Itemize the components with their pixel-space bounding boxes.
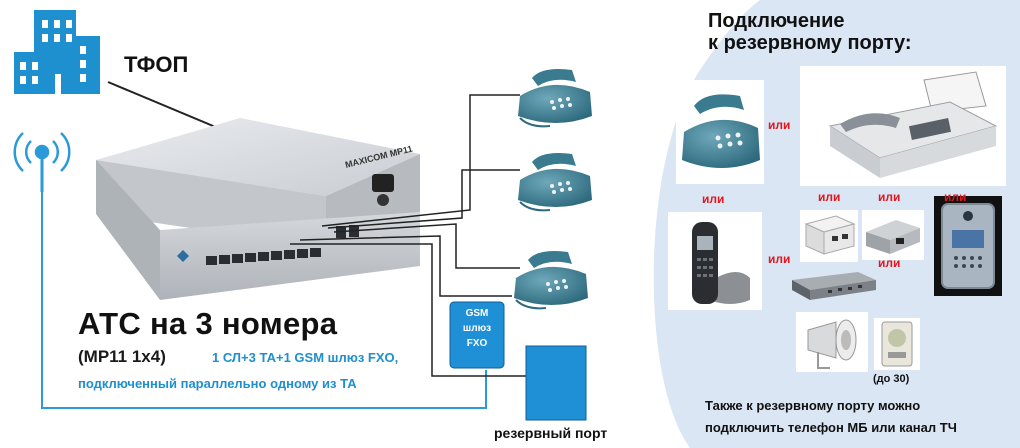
panel-footer-line-1: Также к резервному порту можно (705, 398, 921, 413)
pbx-device: MAXICOM MP11 (96, 118, 420, 300)
antenna-icon (13, 132, 71, 192)
desk-phone-icon (514, 251, 588, 310)
or-label: или (768, 252, 791, 266)
gsm-antenna-line (41, 192, 487, 409)
pbx-description-line-1: 1 СЛ+3 ТА+1 GSM шлюз FXO, (212, 350, 399, 365)
gsm-gateway-label: GSM шлюз FXO (453, 306, 501, 351)
desk-phone-icon (518, 69, 592, 128)
upto-30-label: (до 30) (873, 373, 910, 385)
intercom-panel-icon (874, 318, 920, 370)
reserve-port-label: резервный порт (494, 425, 608, 441)
pstn-link-line (107, 81, 219, 129)
doorphone-icon (934, 196, 1002, 296)
building-icon (14, 10, 100, 94)
panel-title-line-1: Подключение (708, 10, 845, 32)
amplifier-icon (792, 272, 876, 300)
or-label: или (878, 256, 901, 270)
pstn-label: ТФОП (124, 52, 189, 77)
or-label: или (878, 190, 901, 204)
fxs-adapter-icon (862, 210, 924, 260)
dect-phone-icon (668, 212, 762, 310)
pbx-description-line-2: подключенный параллельно одному из ТА (78, 376, 357, 391)
phone-wiring (290, 94, 526, 377)
gsm-gateway-small-icon (800, 210, 858, 262)
panel-title: Подключение к резервному порту: (708, 10, 988, 54)
gsm-gateway-box (449, 301, 505, 369)
gsm-gateway-label-line-3: FXO (466, 338, 488, 349)
gsm-gateway-label-line-2: шлюз (462, 323, 492, 334)
panel-footer-line-2: подключить телефон МБ или канал ТЧ (705, 420, 957, 435)
pbx-model: (MP11 1x4) (78, 347, 166, 366)
or-label: или (702, 192, 725, 206)
panel-footer-note: Также к резервному порту можно подключит… (705, 395, 1020, 439)
or-label: или (818, 190, 841, 204)
or-label: или (768, 118, 791, 132)
loudspeaker-icon (796, 312, 868, 372)
panel-title-line-2: к резервному порту: (708, 32, 912, 54)
fax-machine-icon (800, 66, 1006, 186)
reserve-port-box (525, 345, 587, 421)
desk-phone-icon (518, 153, 592, 212)
pbx-title: АТС на 3 номера (78, 306, 338, 341)
or-label: или (944, 190, 967, 204)
gsm-gateway-label-line-1: GSM (465, 308, 489, 319)
desk-phone-icon (676, 80, 764, 184)
